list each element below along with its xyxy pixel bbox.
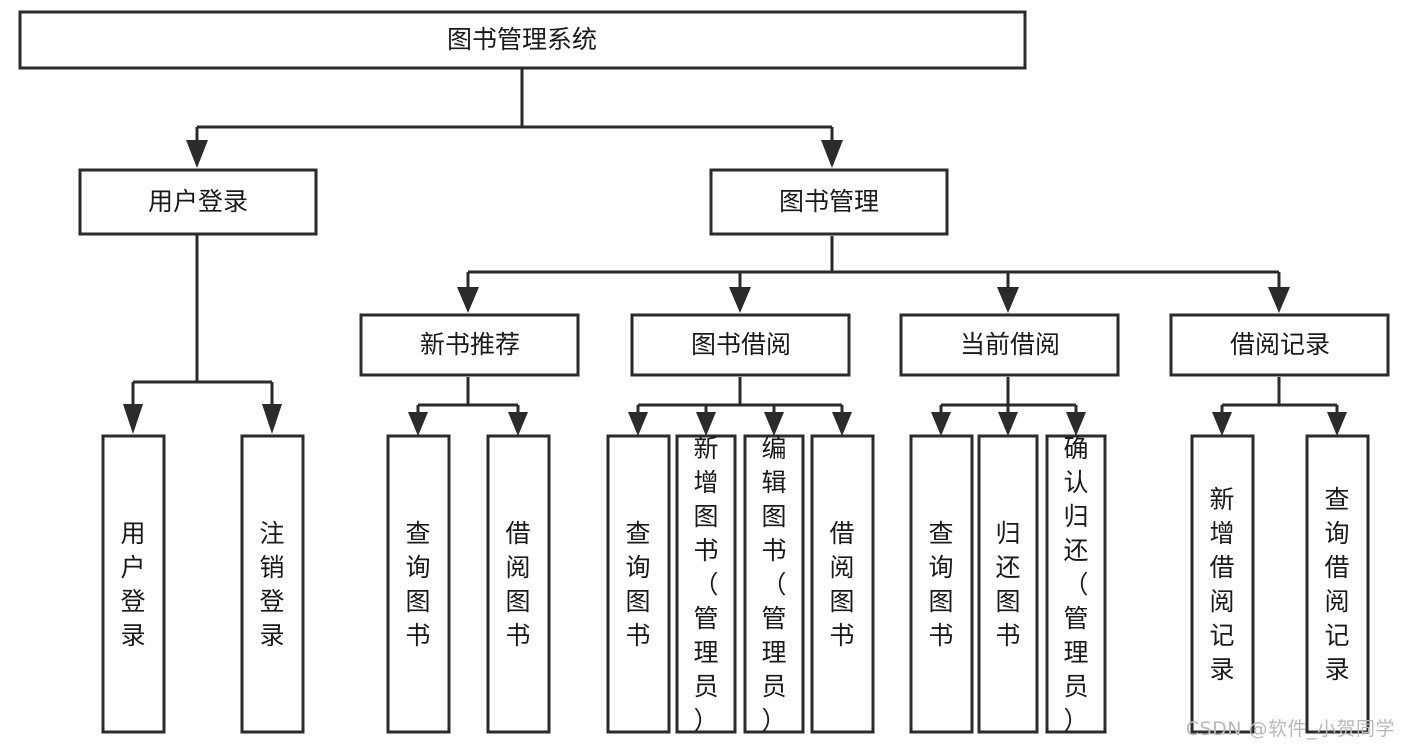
arrow-head-leaf-nb-2	[508, 412, 528, 436]
arrow-head-leaf-ul-2	[262, 404, 282, 434]
arrow-head-leaf-bb-3	[764, 412, 784, 436]
node-book-management-box[interactable]	[709, 168, 949, 236]
arrow-head-to-book-borrow	[729, 287, 751, 313]
leaf-node[interactable]: 新增借阅记录	[1190, 434, 1255, 734]
node-new-book-recommend-label: 新书推荐	[420, 330, 520, 359]
arrow-head-leaf-br-2	[1327, 412, 1347, 436]
leaf-cb-confirm-return-box[interactable]	[1045, 434, 1107, 734]
leaf-bb-query-book-box[interactable]	[606, 434, 671, 734]
arrow-head-leaf-cb-3	[1066, 412, 1086, 436]
leaf-bb-query-book-label: 查询图书	[625, 519, 650, 650]
arrow-head-leaf-bb-1	[628, 412, 648, 436]
leaf-node[interactable]: 查询图书	[606, 434, 671, 734]
arrow-head-leaf-bb-2	[696, 412, 716, 436]
arrow-head-leaf-ul-1	[123, 404, 143, 434]
node-root-system-label: 图书管理系统	[447, 25, 597, 54]
leaf-node[interactable]: 用户登录	[101, 434, 166, 734]
arrow-head-to-new-book	[457, 287, 479, 313]
leaf-cb-query-book-label: 查询图书	[928, 519, 953, 650]
node-book-borrow-box[interactable]	[630, 313, 851, 377]
connector-group-book-borrow-to-leaves	[628, 377, 852, 436]
leaf-bb-edit-book-label: 编辑图书（管理员）	[761, 434, 786, 735]
leaf-node[interactable]: 确认归还（管理员）	[1045, 434, 1107, 735]
connector-group-level2-book-mgmt-to-level3	[457, 236, 1290, 313]
node-user-login-label: 用户登录	[148, 187, 248, 216]
leaf-node[interactable]: 查询借阅记录	[1305, 434, 1370, 734]
arrow-head-to-user-login	[186, 140, 208, 168]
leaf-node[interactable]: 查询图书	[909, 434, 974, 734]
arrow-head-leaf-nb-1	[408, 412, 428, 436]
node-book-management[interactable]: 图书管理	[709, 168, 949, 236]
leaf-cb-confirm-return-label: 确认归还（管理员）	[1063, 434, 1088, 735]
leaf-node[interactable]: 注销登录	[240, 434, 305, 734]
leaf-bb-edit-book-box[interactable]	[743, 434, 805, 734]
leaf-br-query-record-label: 查询借阅记录	[1324, 485, 1349, 684]
node-book-borrow[interactable]: 图书借阅	[630, 313, 851, 377]
arrow-head-leaf-cb-1	[931, 412, 951, 436]
connector-group-borrow-record-to-leaves	[1212, 377, 1347, 436]
connector-group-user-login-to-leaves	[123, 235, 282, 434]
leaf-node[interactable]: 归还图书	[977, 434, 1039, 734]
arrow-head-to-book-mgmt	[821, 140, 843, 168]
node-book-management-label: 图书管理	[779, 187, 879, 216]
leaf-bb-borrow-book-label: 借阅图书	[829, 519, 854, 650]
leaf-cb-return-book-label: 归还图书	[995, 519, 1020, 650]
node-current-borrow-box[interactable]	[899, 313, 1120, 377]
leaf-br-add-record-box[interactable]	[1190, 434, 1255, 734]
connector-group-root-to-level2	[186, 68, 843, 168]
leaf-user-login-label: 用户登录	[120, 519, 145, 650]
leaf-logout-box[interactable]	[240, 434, 305, 734]
node-borrow-record-label: 借阅记录	[1230, 330, 1330, 359]
connector-group-current-borrow-to-leaves	[931, 377, 1086, 436]
leaf-node[interactable]: 借阅图书	[486, 434, 551, 734]
leaf-bb-add-book-label: 新增图书（管理员）	[693, 434, 718, 735]
leaf-cb-query-book-box[interactable]	[909, 434, 974, 734]
arrow-head-leaf-bb-4	[832, 412, 852, 436]
arrow-head-leaf-cb-2	[998, 412, 1018, 436]
leaf-node[interactable]: 查询图书	[386, 434, 451, 734]
node-user-login-box[interactable]	[78, 168, 318, 236]
leaf-nb-query-book-label: 查询图书	[405, 519, 430, 650]
leaf-nb-query-book-box[interactable]	[386, 434, 451, 734]
leaf-br-query-record-box[interactable]	[1305, 434, 1370, 734]
node-root-system-box[interactable]	[18, 10, 1027, 70]
arrow-head-to-borrow-record	[1268, 287, 1290, 313]
leaf-bb-borrow-book-box[interactable]	[810, 434, 875, 734]
connector-group-new-book-to-leaves	[408, 377, 528, 436]
node-current-borrow[interactable]: 当前借阅	[899, 313, 1120, 377]
arrow-head-to-current-borrow	[997, 287, 1019, 313]
arrow-head-leaf-br-1	[1212, 412, 1232, 436]
node-new-book-recommend[interactable]: 新书推荐	[359, 313, 580, 377]
leaf-node[interactable]: 编辑图书（管理员）	[743, 434, 805, 735]
leaf-nb-borrow-book-box[interactable]	[486, 434, 551, 734]
node-borrow-record-box[interactable]	[1169, 313, 1390, 377]
leaf-node[interactable]: 新增图书（管理员）	[675, 434, 737, 735]
node-book-borrow-label: 图书借阅	[691, 330, 791, 359]
leaf-user-login-box[interactable]	[101, 434, 166, 734]
node-root-system[interactable]: 图书管理系统	[18, 10, 1027, 70]
leaf-br-add-record-label: 新增借阅记录	[1209, 485, 1234, 684]
leaf-bb-add-book-box[interactable]	[675, 434, 737, 734]
node-borrow-record[interactable]: 借阅记录	[1169, 313, 1390, 377]
node-current-borrow-label: 当前借阅	[960, 330, 1060, 359]
leaf-node[interactable]: 借阅图书	[810, 434, 875, 734]
leaf-nb-borrow-book-label: 借阅图书	[505, 519, 530, 650]
node-user-login[interactable]: 用户登录	[78, 168, 318, 236]
leaf-cb-return-book-box[interactable]	[977, 434, 1039, 734]
node-new-book-recommend-box[interactable]	[359, 313, 580, 377]
leaf-logout-label: 注销登录	[259, 519, 284, 650]
